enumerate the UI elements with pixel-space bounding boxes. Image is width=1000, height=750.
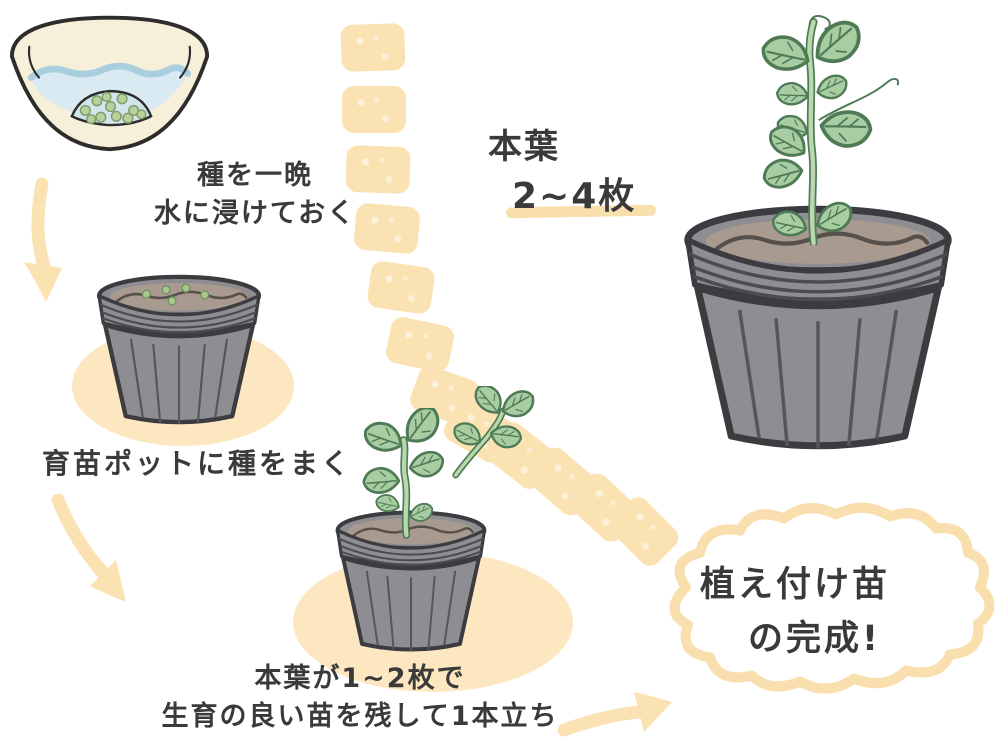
completion-line1: 植え付け苗 <box>700 565 891 605</box>
true-leaves-line2: 2~4枚 <box>512 175 637 217</box>
nursery-pot-with-seeds <box>93 270 265 429</box>
completion-line2: の完成! <box>748 619 881 659</box>
step3-caption-line2: 生育の良い苗を残して1本立ち <box>161 700 559 732</box>
step1-caption-line1: 種を一晩 <box>197 160 313 191</box>
sown-seeds <box>141 283 210 306</box>
path-square <box>383 314 457 375</box>
removed-seedling-illustration <box>449 386 536 479</box>
step2-caption: 育苗ポットに種をまく <box>42 444 352 483</box>
grown-plant-illustration <box>756 14 900 245</box>
step2-caption-line1: 育苗ポットに種をまく <box>42 447 353 480</box>
kept-seedling-illustration <box>359 408 448 539</box>
arrow-down-icon <box>24 177 62 302</box>
step3-caption-line1: 本葉が1~2枚で <box>254 663 466 694</box>
arrow-right-icon <box>557 692 672 737</box>
soaking-bowl-illustration <box>9 15 210 152</box>
arrow-diagonal-icon <box>51 494 126 602</box>
step1-caption-line2: 水に浸けておく <box>153 197 357 229</box>
step1-caption: 種を一晩 水に浸けておく <box>115 157 395 233</box>
true-leaves-line1: 本葉 <box>488 127 560 167</box>
water-surface <box>27 62 192 81</box>
path-square <box>340 22 406 73</box>
soaking-seeds <box>79 91 147 125</box>
step3-caption: 本葉が1~2枚で 生育の良い苗を残して1本立ち <box>140 660 580 736</box>
cloud-outline <box>669 502 995 694</box>
path-square <box>366 259 436 316</box>
path-square <box>342 86 406 133</box>
true-leaves-annotation: 本葉 2~4枚 <box>488 124 636 222</box>
tendril <box>818 78 900 121</box>
